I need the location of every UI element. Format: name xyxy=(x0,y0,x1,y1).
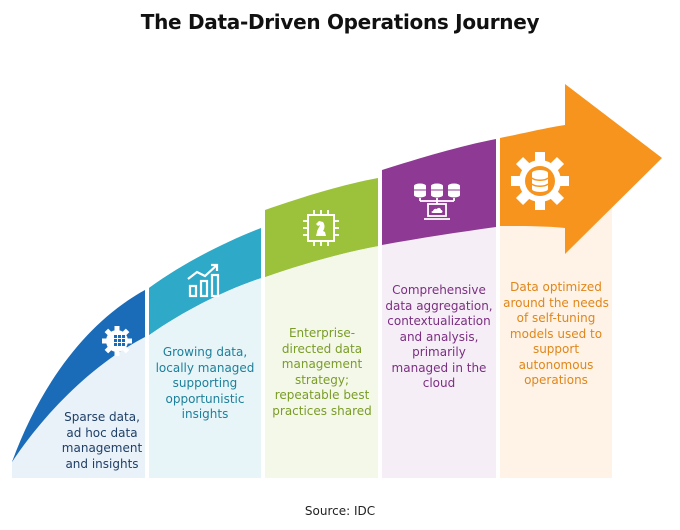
stage-1-description: Sparse data, ad hoc data management and … xyxy=(61,410,143,471)
gear-database-icon xyxy=(511,152,569,210)
chip-strategy-icon xyxy=(303,210,339,246)
stage-5-panel xyxy=(500,190,612,478)
gear-data-icon xyxy=(102,326,132,356)
database-cloud-icon xyxy=(414,183,460,220)
stage-5-arrow xyxy=(500,84,662,254)
stage-4-panel xyxy=(382,190,496,478)
stage-4-description: Comprehensive data aggregation, contextu… xyxy=(385,283,493,390)
stage-3-description: Enterprise-directed data management stra… xyxy=(272,326,372,418)
growth-chart-icon xyxy=(187,263,220,298)
stage-2-description: Growing data, locally managed supporting… xyxy=(155,345,255,421)
stage-3-panel xyxy=(265,200,378,478)
stage-5-description: Data optimized around the needs of self-… xyxy=(503,280,609,387)
page-title: The Data-Driven Operations Journey xyxy=(140,10,540,34)
source-note: Source: IDC xyxy=(304,504,376,518)
